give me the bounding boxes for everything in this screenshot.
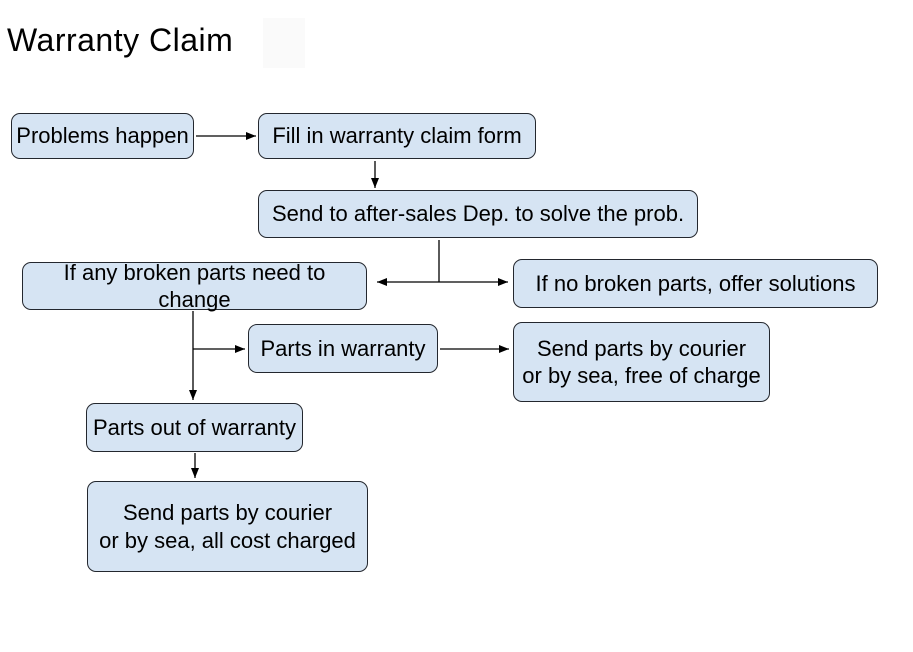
node-no-broken-parts: If no broken parts, offer solutions bbox=[513, 259, 878, 308]
node-send-free: Send parts by courier or by sea, free of… bbox=[513, 322, 770, 402]
node-broken-parts-change: If any broken parts need to change bbox=[22, 260, 367, 312]
page-title: Warranty Claim bbox=[7, 22, 234, 58]
node-parts-in-warranty: Parts in warranty bbox=[248, 324, 438, 373]
node-fill-warranty-form: Fill in warranty claim form bbox=[258, 113, 536, 159]
node-send-after-sales: Send to after-sales Dep. to solve the pr… bbox=[258, 190, 698, 238]
node-problems-happen: Problems happen bbox=[11, 113, 194, 159]
title-artifact-rectangle bbox=[263, 18, 305, 68]
node-send-charged: Send parts by courier or by sea, all cos… bbox=[87, 481, 368, 572]
node-parts-out-warranty: Parts out of warranty bbox=[86, 403, 303, 452]
